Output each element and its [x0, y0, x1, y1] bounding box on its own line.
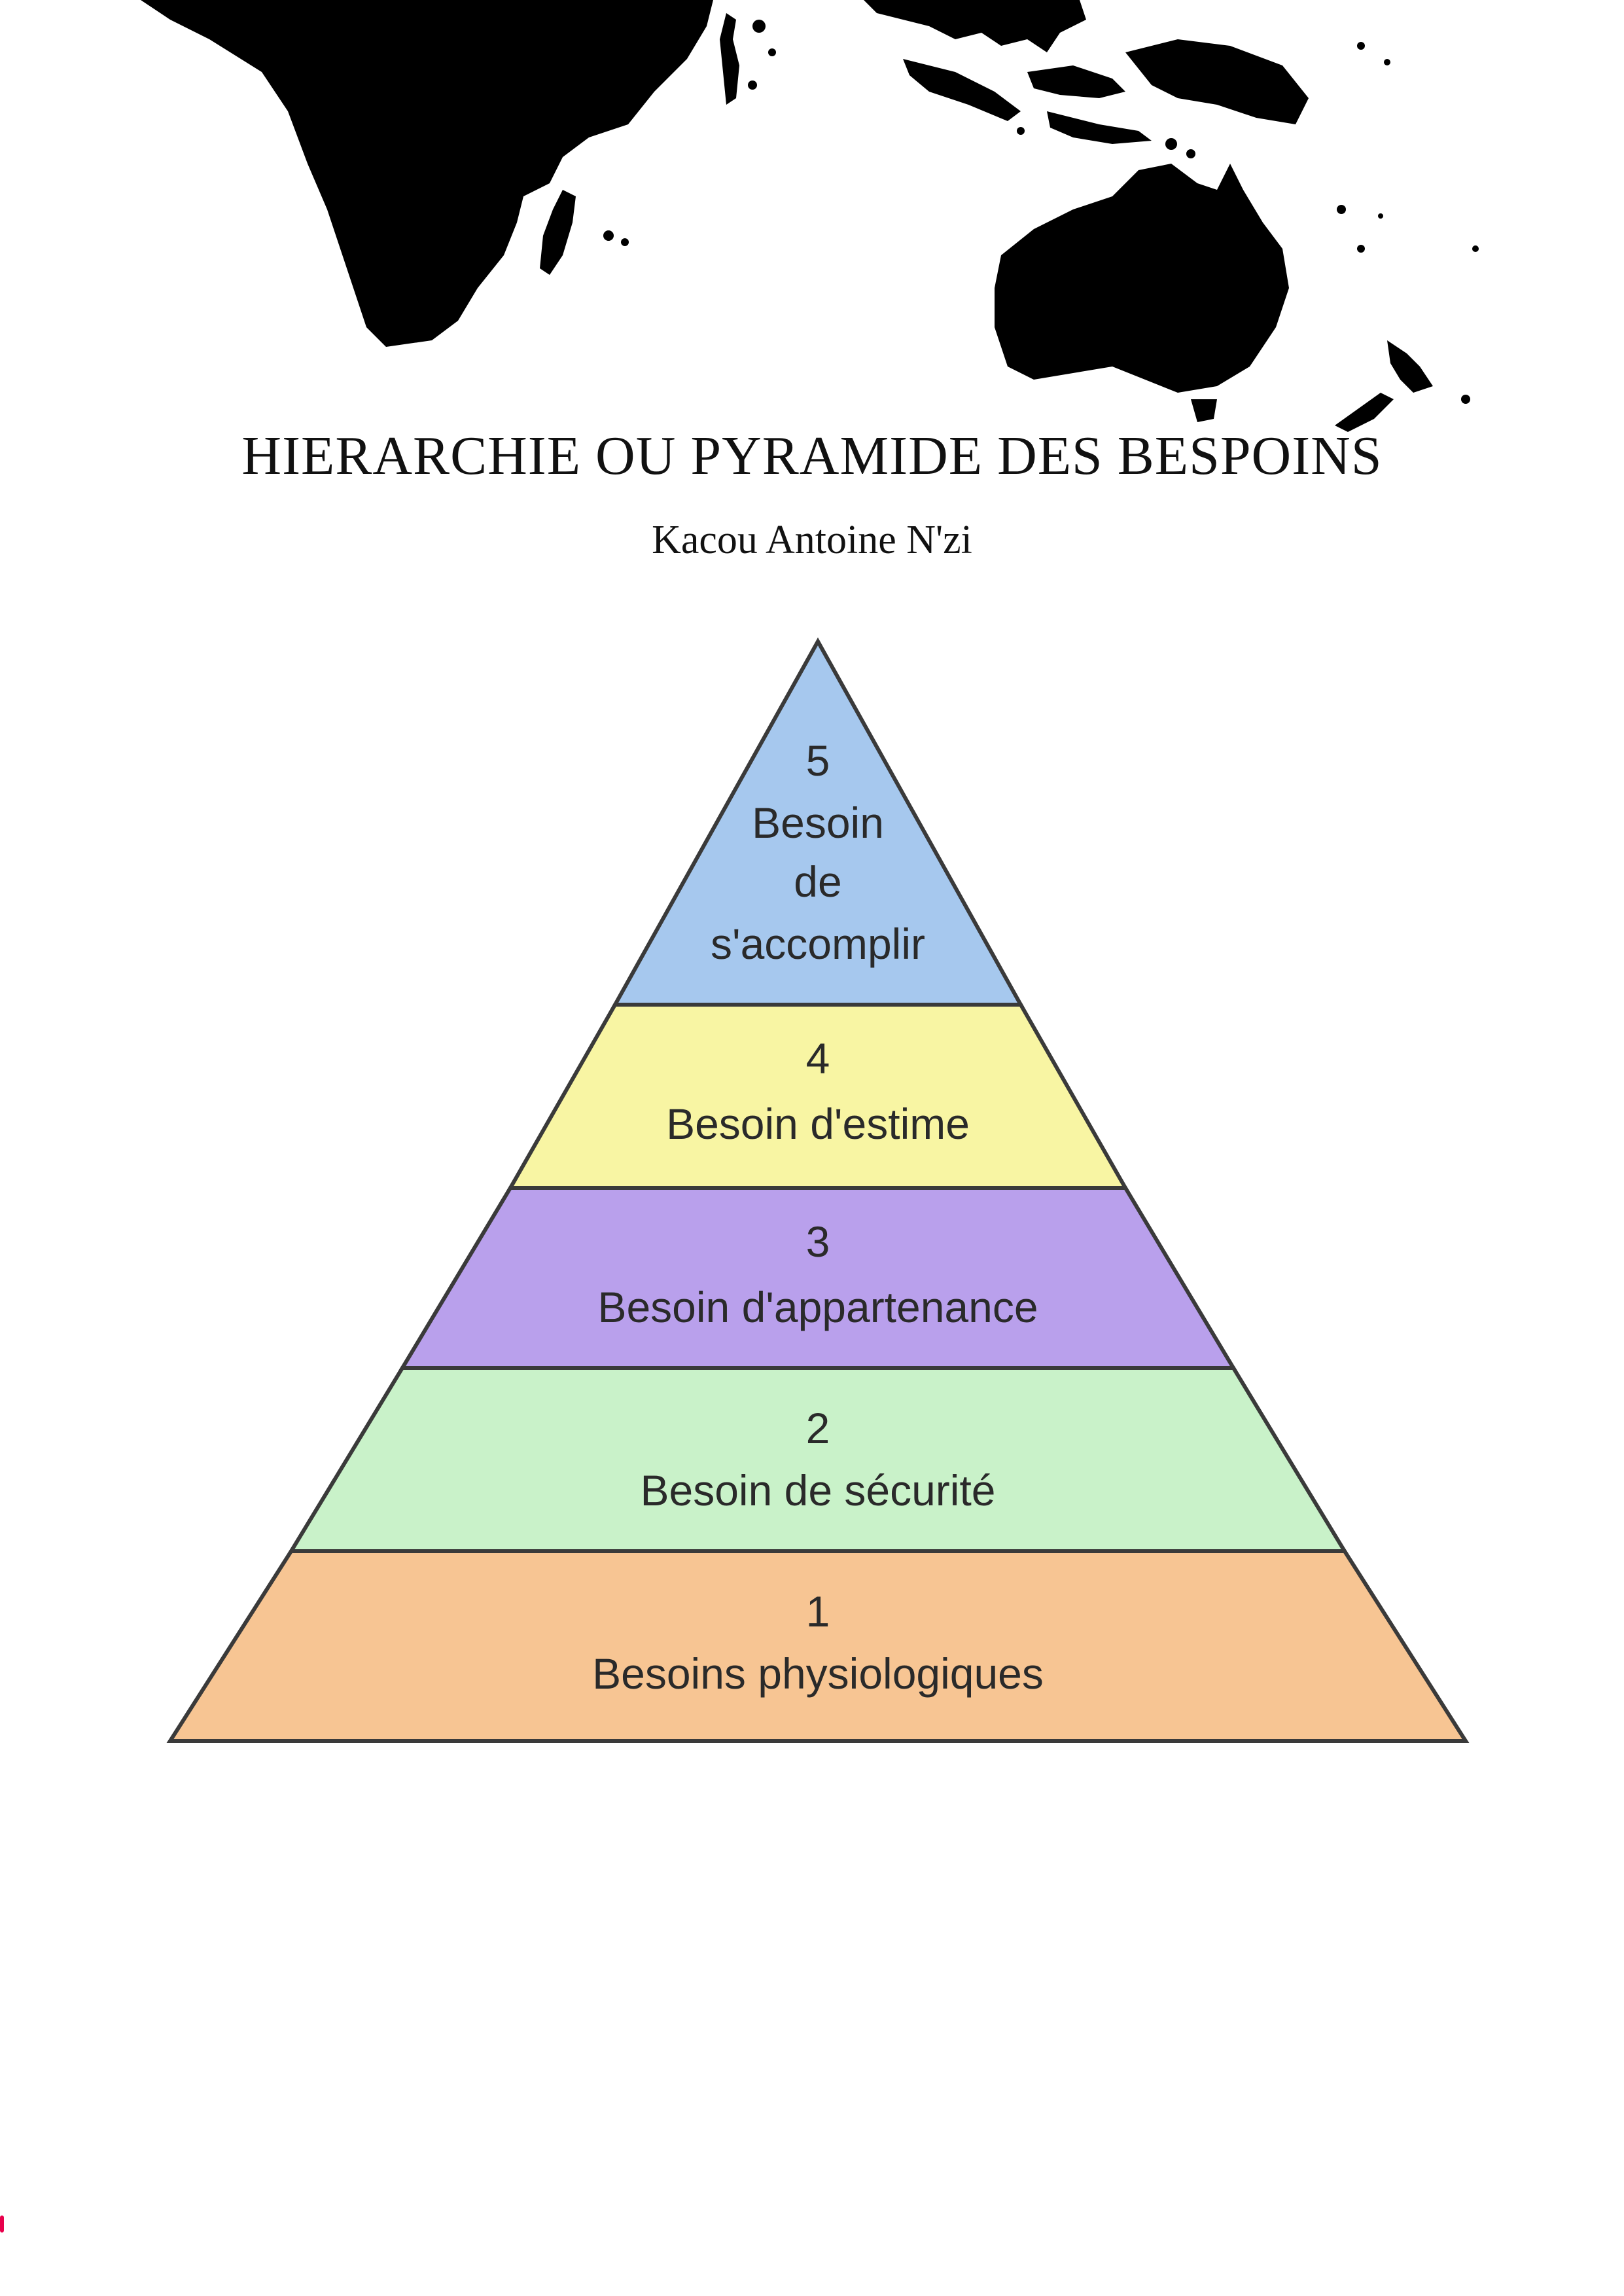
author-name: Kacou Antoine N'zi	[652, 518, 972, 562]
level-3-label: Besoin d'appartenance	[597, 1283, 1038, 1331]
island-shape	[720, 13, 739, 105]
document-title: HIERARCHIE OU PYRAMIDE DES BESPOINS	[241, 425, 1383, 486]
madagascar-shape	[540, 190, 576, 275]
world-map-illustration	[141, 0, 1479, 432]
needs-pyramid: 5 Besoin de s'accomplir 4 Besoin d'estim…	[166, 637, 1470, 1743]
level-5-line-2: de	[794, 857, 841, 906]
level-2-label: Besoin de sécurité	[641, 1466, 996, 1515]
level-4-label: Besoin d'estime	[666, 1100, 970, 1148]
pyramid-level-3	[398, 1186, 1237, 1370]
level-5-number: 5	[806, 736, 830, 785]
level-1-label: Besoins physiologiques	[592, 1649, 1044, 1698]
corner-mark	[0, 2215, 4, 2233]
pyramid-level-2	[287, 1366, 1349, 1553]
level-5-line-3: s'accomplir	[711, 920, 925, 968]
pyramid-level-1	[166, 1549, 1470, 1743]
new-zealand-shape	[1387, 340, 1433, 393]
indonesia-shape	[864, 0, 1086, 52]
pyramid-level-4	[506, 1003, 1129, 1190]
africa-shape	[141, 0, 713, 347]
level-4-number: 4	[806, 1034, 830, 1083]
australia-shape	[995, 164, 1289, 393]
level-5-line-1: Besoin	[752, 798, 884, 847]
level-1-number: 1	[806, 1587, 830, 1636]
level-2-number: 2	[806, 1404, 830, 1452]
level-3-number: 3	[806, 1217, 830, 1266]
